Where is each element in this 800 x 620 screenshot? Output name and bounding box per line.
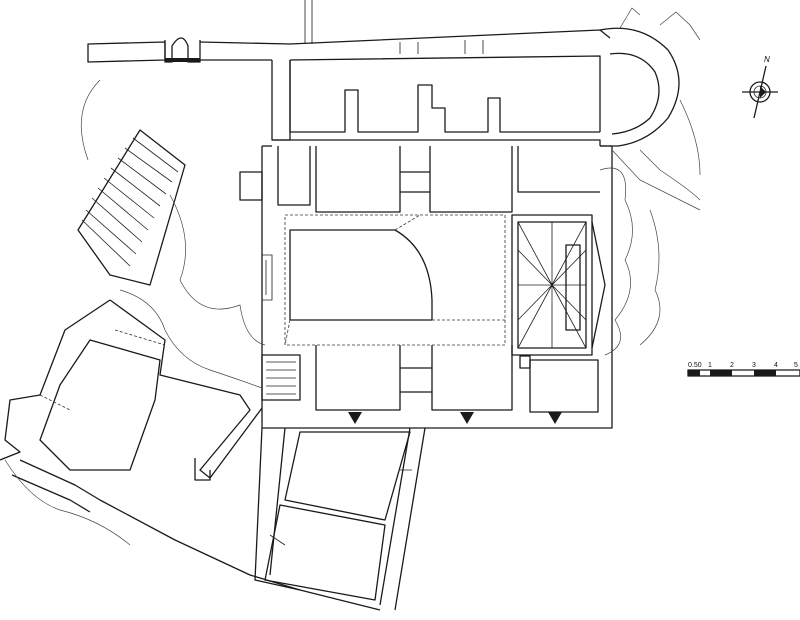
main-block: [239, 145, 613, 429]
scale-tick-3: 3: [752, 362, 756, 369]
scale-tick-1: 1: [708, 362, 712, 369]
north-road: [87, 0, 611, 63]
scale-tick-0: 0.50: [688, 362, 702, 369]
round-bastion: [599, 7, 701, 147]
scale-tick-2: 2: [730, 362, 734, 369]
south-wing: [254, 427, 426, 611]
scale-tick-5: 5: [794, 362, 798, 369]
southwest-wing: [0, 299, 381, 611]
north-compass: N: [742, 55, 778, 119]
gate: [164, 37, 201, 63]
north-range: [271, 55, 601, 146]
west-stairs: [77, 129, 186, 286]
terrain: [4, 79, 701, 546]
scale-bar: 0.50 1 2 3 4 5: [687, 362, 800, 377]
compass-north-label: N: [764, 55, 770, 64]
scale-tick-4: 4: [774, 362, 778, 369]
